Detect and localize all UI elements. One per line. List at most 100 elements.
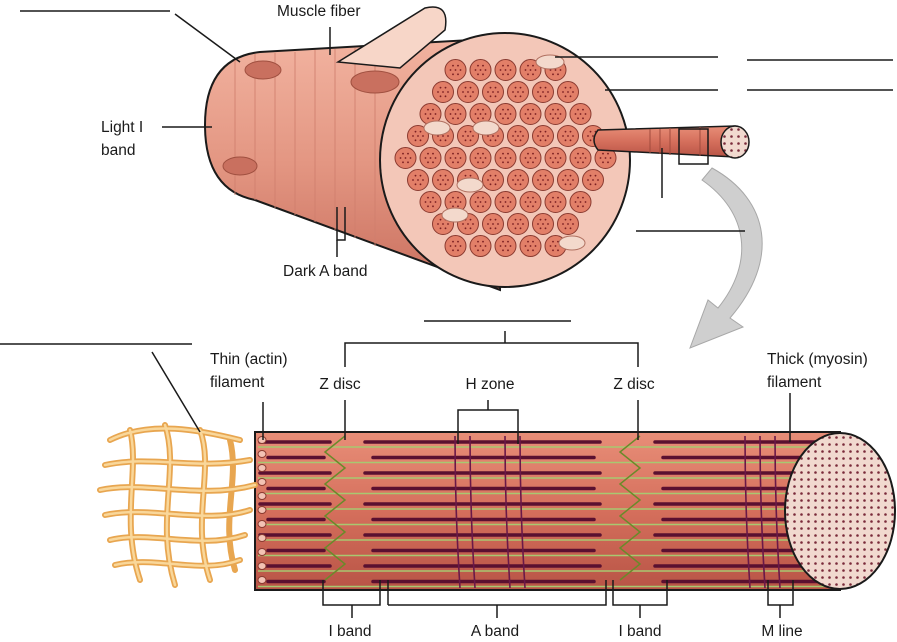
mitochondrion (456, 177, 484, 193)
myofibril-disc (557, 125, 579, 147)
myofibril-disc (519, 191, 542, 213)
myofibril-disc (419, 147, 442, 169)
myofibril-disc (519, 59, 542, 81)
myofibril-disc (469, 59, 492, 81)
myofibril-disc (557, 169, 579, 191)
myofibril-disc (569, 147, 592, 169)
myofibril-disc (569, 191, 592, 213)
myofibril-disc (444, 103, 467, 125)
myofibril-disc (482, 81, 504, 103)
label-a-band: A band (470, 623, 520, 640)
myofibril-disc (557, 81, 579, 103)
nucleus (244, 60, 282, 80)
label-i-band-left: I band (328, 623, 372, 640)
myofibril-disc (494, 59, 517, 81)
myofibril-disc (532, 169, 554, 191)
nucleus (222, 156, 258, 176)
bottom-leader-lines (0, 320, 794, 618)
myofibril-disc (557, 213, 579, 235)
myofibril-disc (394, 147, 417, 169)
myofibril-cross-section-end (784, 432, 896, 590)
myofibril-disc (494, 147, 517, 169)
label-thick-filament-2: filament (767, 374, 822, 391)
zoom-arrow-icon (689, 167, 763, 349)
myofibril-disc (507, 125, 529, 147)
myofibril-disc (494, 235, 517, 257)
filament-end (257, 436, 267, 444)
myofibril-disc (457, 125, 479, 147)
myofibril-disc (444, 191, 467, 213)
top-leader-lines (20, 10, 893, 257)
myofibril-cross-sections (394, 59, 617, 257)
label-light-i-band: Light I (101, 119, 144, 136)
myofibril-disc (582, 169, 604, 191)
myofibril-disc (469, 191, 492, 213)
myofibril-disc (519, 147, 542, 169)
z-disc-right (618, 435, 642, 581)
filament-end (257, 478, 267, 486)
filament-end (257, 520, 267, 528)
myofibril-disc (569, 103, 592, 125)
filament-end (257, 492, 267, 500)
filament-ends (257, 436, 267, 584)
nucleus (350, 70, 400, 94)
myofibril-disc (544, 191, 567, 213)
myofibril-disc (444, 59, 467, 81)
myofibril-disc (469, 235, 492, 257)
myofibril-disc (419, 191, 442, 213)
myofibril-disc (482, 213, 504, 235)
myofibril-disc (544, 103, 567, 125)
label-z-disc-left: Z disc (319, 376, 361, 393)
myofibril-disc (432, 169, 454, 191)
label-i-band-right: I band (618, 623, 662, 640)
label-dark-a-band: Dark A band (283, 263, 368, 280)
myofibril-disc (444, 147, 467, 169)
filament-end (257, 576, 267, 584)
filament-end (257, 450, 267, 458)
myofibril-disc (494, 103, 517, 125)
myofibril-end (720, 125, 750, 159)
filament-end (257, 548, 267, 556)
myofibril-illustration (97, 422, 896, 591)
label-thin-filament-2: filament (210, 374, 265, 391)
filament-end (257, 562, 267, 570)
myofibril-disc (532, 81, 554, 103)
mitochondrion (535, 54, 565, 70)
label-m-line: M line (761, 623, 803, 640)
mitochondrion (472, 120, 500, 136)
myofibril-disc (532, 213, 554, 235)
zoom-box (678, 128, 709, 165)
myofibril-disc (532, 125, 554, 147)
filament-array (258, 440, 838, 588)
muscle-fiber-illustration (203, 6, 750, 292)
myofibril-disc (519, 103, 542, 125)
sarcoplasmic-reticulum-highlight (98, 423, 257, 587)
myofibril-disc (507, 81, 529, 103)
myofibril-disc (482, 169, 504, 191)
mitochondrion (423, 120, 451, 136)
label-z-disc-right: Z disc (613, 376, 655, 393)
label-light-i-band-2: band (101, 142, 136, 159)
filament-end (257, 506, 267, 514)
mitochondrion (441, 207, 469, 223)
label-thick-filament: Thick (myosin) (767, 351, 868, 368)
myofibril-disc (469, 147, 492, 169)
myofibril-disc (407, 169, 429, 191)
myofibril-disc (407, 125, 429, 147)
sarcoplasmic-reticulum (97, 422, 258, 588)
label-thin-filament: Thin (actin) (210, 351, 288, 368)
myofibril-disc (457, 81, 479, 103)
myofibril-disc (544, 147, 567, 169)
myofibril-disc (432, 81, 454, 103)
mitochondrion (558, 235, 586, 251)
label-muscle-fiber: Muscle fiber (277, 3, 361, 20)
myofibril-disc (507, 169, 529, 191)
myofibril-disc (494, 191, 517, 213)
filament-end (257, 464, 267, 472)
myofibril-disc (507, 213, 529, 235)
myofibril-disc (444, 235, 467, 257)
label-h-zone: H zone (465, 376, 515, 393)
m-line-arcs (454, 435, 781, 589)
z-disc-left (323, 435, 347, 581)
